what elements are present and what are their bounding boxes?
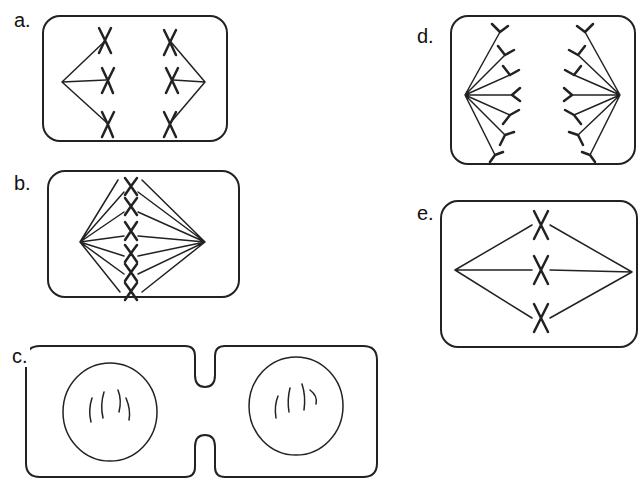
chromosomes-e — [534, 211, 548, 332]
panel-letter: c. — [10, 345, 30, 367]
cell-outline: c. — [25, 345, 378, 478]
nuclei-c — [63, 357, 343, 461]
cell-outline: d. — [450, 15, 636, 165]
dividing-cell-outline — [25, 345, 378, 478]
panel-letter: b. — [12, 172, 33, 194]
cell-outline: e. — [440, 200, 638, 348]
panel-letter: e. — [415, 202, 436, 224]
spindle-b — [80, 180, 205, 292]
spindle-e — [455, 225, 632, 318]
spindle-a — [62, 42, 205, 122]
chromosomes-a — [99, 28, 178, 137]
cell-outline: b. — [47, 170, 240, 298]
chromosomes-d — [490, 24, 595, 162]
panel-letter: d. — [415, 25, 436, 47]
cell-outline: a. — [42, 15, 228, 142]
spindle-d — [465, 32, 620, 155]
cell-membrane — [26, 346, 377, 477]
panel-letter: a. — [12, 9, 33, 31]
chromosomes-b — [125, 178, 137, 300]
